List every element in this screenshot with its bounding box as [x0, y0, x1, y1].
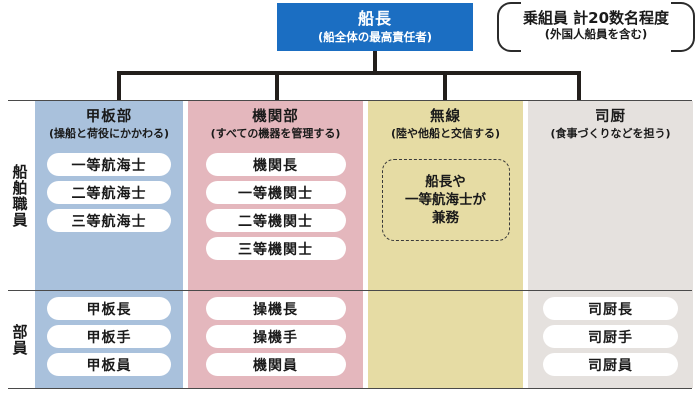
- role-pill[interactable]: 司厨手: [543, 325, 678, 348]
- column-title: 機関部: [252, 108, 299, 125]
- column-subtitle: (食事づくりなどを担う): [550, 126, 671, 140]
- column-officers-galley: [528, 148, 693, 290]
- crew-count-title: 乗組員 計20数名程度: [522, 8, 670, 27]
- column-engine: 機関部 (すべての機器を管理する) 機関長一等機関士二等機関士三等機関士 操機長…: [188, 101, 363, 388]
- role-pill[interactable]: 三等航海士: [47, 209, 171, 232]
- column-header-galley: 司厨 (食事づくりなどを担う): [528, 101, 693, 148]
- column-ratings-engine: 操機長操機手機関員: [188, 290, 363, 388]
- role-pill[interactable]: 二等機関士: [205, 209, 346, 232]
- role-pill[interactable]: 機関長: [205, 153, 346, 176]
- dashed-note-line: 一等航海士が: [405, 191, 486, 208]
- connector-stem: [373, 51, 377, 73]
- column-radio: 無線 (陸や他船と交信する) 船長や一等航海士が兼務: [368, 101, 523, 388]
- dashed-note-box: 船長や一等航海士が兼務: [381, 159, 510, 241]
- root-node-title: 船長: [357, 9, 392, 29]
- frame-line-top: [8, 100, 692, 101]
- role-pill[interactable]: 一等航海士: [47, 153, 171, 176]
- role-pill[interactable]: 司厨員: [543, 353, 678, 376]
- row-label-officers: 船舶職員: [10, 163, 29, 228]
- column-subtitle: (すべての機器を管理する): [210, 126, 341, 140]
- column-subtitle: (陸や他船と交信する): [390, 126, 501, 140]
- column-ratings-radio: [368, 290, 523, 388]
- role-pill[interactable]: 司厨長: [543, 297, 678, 320]
- connector-drop-galley: [577, 71, 581, 100]
- dashed-note-line: 兼務: [432, 210, 459, 227]
- role-pill[interactable]: 甲板員: [47, 353, 171, 376]
- column-title: 甲板部: [85, 108, 133, 125]
- role-pill[interactable]: 三等機関士: [205, 237, 346, 260]
- role-pill[interactable]: 一等機関士: [205, 181, 346, 204]
- column-header-deck: 甲板部 (操船と荷役にかかわる): [35, 101, 183, 148]
- crew-count-subtitle: (外国人船員を含む): [544, 26, 648, 41]
- role-pill[interactable]: 二等航海士: [47, 181, 171, 204]
- crew-count-callout: 乗組員 計20数名程度 (外国人船員を含む): [497, 2, 695, 52]
- connector-drop-engine: [275, 71, 279, 100]
- column-title: 無線: [430, 108, 461, 125]
- column-subtitle: (操船と荷役にかかわる): [48, 126, 170, 140]
- column-galley: 司厨 (食事づくりなどを担う) 司厨長司厨手司厨員: [528, 101, 693, 388]
- column-ratings-galley: 司厨長司厨手司厨員: [528, 290, 693, 388]
- connector-bus: [117, 71, 579, 75]
- column-header-engine: 機関部 (すべての機器を管理する): [188, 101, 363, 148]
- column-header-radio: 無線 (陸や他船と交信する): [368, 101, 523, 148]
- role-pill[interactable]: 機関員: [205, 353, 346, 376]
- column-deck: 甲板部 (操船と荷役にかかわる) 一等航海士二等航海士三等航海士 甲板長甲板手甲…: [35, 101, 183, 388]
- frame-line-middle: [8, 290, 692, 291]
- connector-drop-radio: [443, 71, 447, 100]
- column-ratings-deck: 甲板長甲板手甲板員: [35, 290, 183, 388]
- frame-line-bottom: [8, 388, 692, 389]
- bracket-left-icon: [497, 2, 521, 52]
- dashed-note-line: 船長や: [425, 173, 466, 190]
- bracket-right-icon: [671, 2, 695, 52]
- connector-drop-deck: [117, 71, 121, 100]
- role-pill[interactable]: 甲板手: [47, 325, 171, 348]
- column-officers-deck: 一等航海士二等航海士三等航海士: [35, 148, 183, 290]
- role-pill[interactable]: 操機手: [205, 325, 346, 348]
- root-node-subtitle: (船全体の最高責任者): [317, 29, 432, 44]
- role-pill[interactable]: 操機長: [205, 297, 346, 320]
- column-officers-engine: 機関長一等機関士二等機関士三等機関士: [188, 148, 363, 290]
- row-label-ratings: 部員: [10, 323, 29, 356]
- column-officers-radio: 船長や一等航海士が兼務: [368, 148, 523, 290]
- column-title: 司厨: [595, 108, 626, 125]
- root-node-captain: 船長 (船全体の最高責任者): [277, 3, 473, 51]
- role-pill[interactable]: 甲板長: [47, 297, 171, 320]
